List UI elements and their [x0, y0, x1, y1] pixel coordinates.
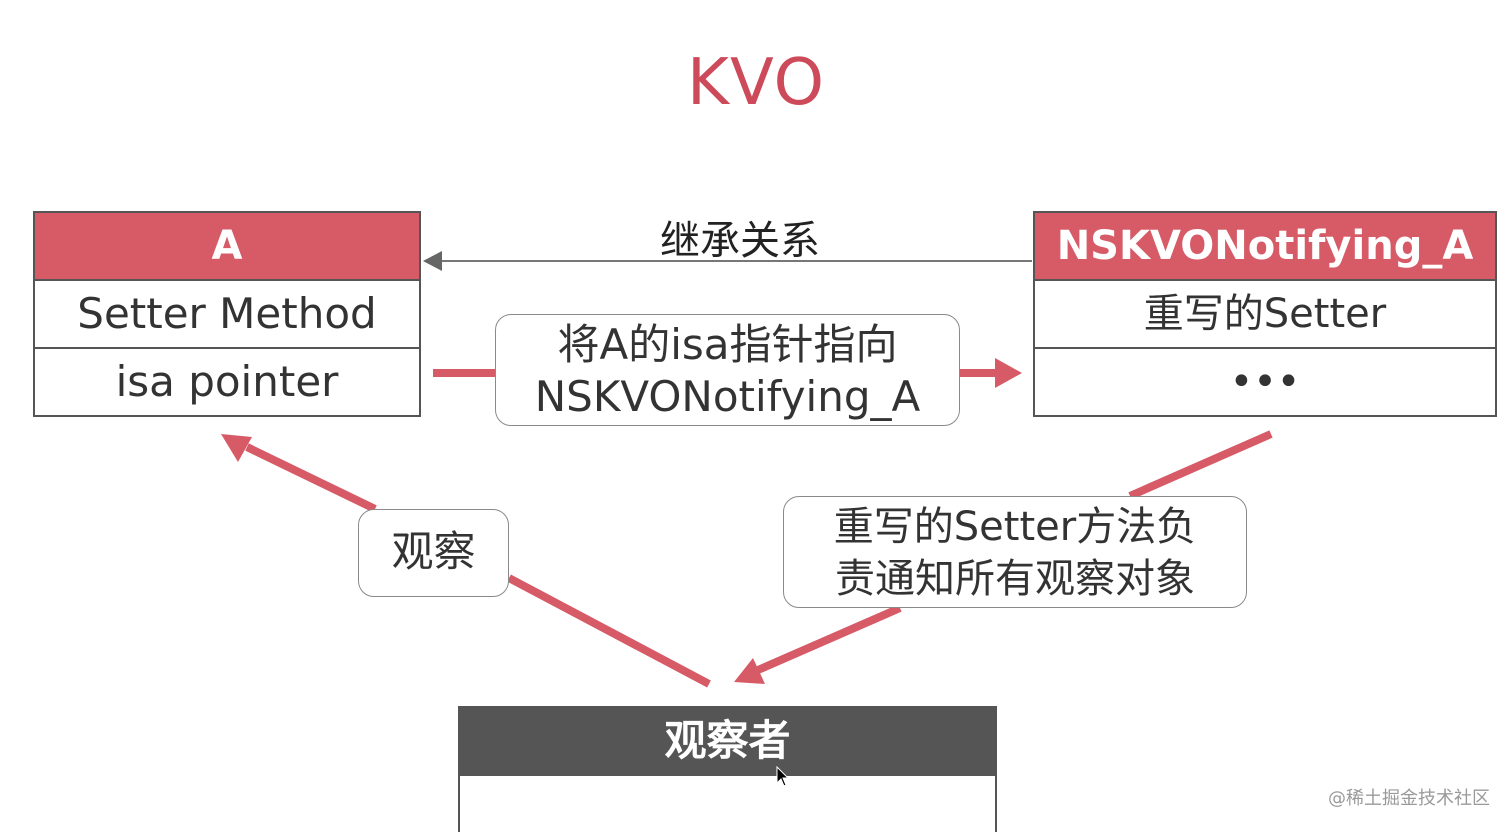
mouse-cursor-icon [776, 766, 790, 787]
isa-label-line2: NSKVONotifying_A [534, 372, 921, 421]
observe-arrow-lower [507, 574, 711, 688]
observe-label: 观察 [358, 509, 509, 597]
isa-label-line1: 将A的isa指针指向 [557, 320, 898, 369]
inheritance-arrowhead [423, 251, 442, 271]
observe-arrowhead [221, 434, 252, 462]
class-a-box: A Setter Method isa pointer [33, 211, 421, 417]
class-a-isa-pointer: isa pointer [35, 347, 419, 415]
class-ns-box: NSKVONotifying_A 重写的Setter ••• [1033, 211, 1497, 417]
observer-name: 观察者 [460, 708, 995, 776]
class-ns-ellipsis: ••• [1035, 347, 1495, 415]
notify-arrow-upper [1128, 430, 1273, 500]
isa-arrowhead [995, 358, 1022, 388]
notify-arrowhead [734, 658, 765, 684]
observer-box: 观察者 [458, 706, 997, 832]
class-a-name: A [35, 213, 419, 281]
inheritance-label: 继承关系 [660, 218, 820, 264]
setter-label-line2: 责通知所有观察对象 [835, 556, 1195, 602]
isa-redirect-label: 将A的isa指针指向 NSKVONotifying_A [495, 314, 960, 426]
notify-arrow-lower [756, 604, 902, 674]
class-ns-overridden-setter: 重写的Setter [1143, 291, 1387, 337]
observe-arrow-upper [245, 443, 377, 513]
class-a-setter-method: Setter Method [77, 289, 377, 338]
class-ns-name: NSKVONotifying_A [1035, 213, 1495, 281]
watermark: @稀土掘金技术社区 [1328, 788, 1490, 809]
diagram-title: KVO [687, 46, 825, 120]
setter-label-line1: 重写的Setter方法负 [833, 504, 1197, 550]
setter-notify-label: 重写的Setter方法负 责通知所有观察对象 [783, 496, 1247, 608]
